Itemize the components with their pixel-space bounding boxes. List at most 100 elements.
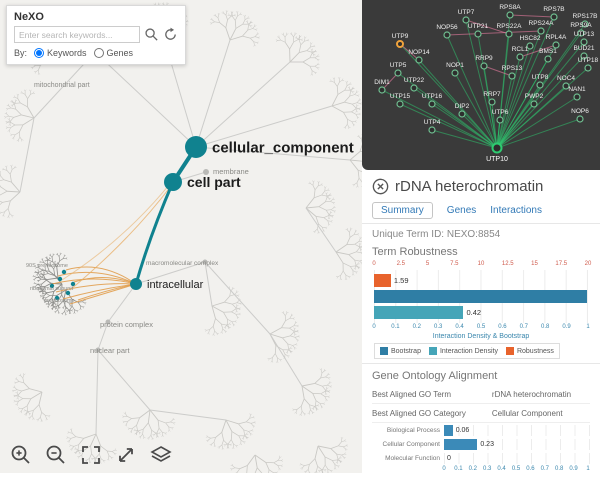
alignment-value: rDNA heterochromatin (492, 390, 590, 399)
gene-node[interactable]: RPS24A (529, 20, 555, 34)
gene-node[interactable]: RPS8A (499, 4, 521, 18)
section-term-robustness: Term Robustness (372, 246, 590, 258)
term-node-label: cellular_component (212, 139, 354, 156)
axis-tick: 20 (585, 261, 592, 267)
gene-node[interactable]: RRP9 (475, 55, 493, 69)
go-bar-track: 0.06 (444, 425, 590, 436)
gene-label: BUD21 (574, 45, 595, 52)
gene-label: RPS8A (499, 4, 521, 11)
axis-tick: 0.6 (498, 324, 506, 330)
search-input[interactable] (14, 26, 140, 43)
axis-title: Interaction Density & Bootstrap (372, 333, 590, 340)
legend-swatch (429, 347, 437, 355)
go-bar-track: 0.23 (444, 439, 590, 450)
gene-label: UTP13 (574, 31, 595, 38)
legend-label: Interaction Density (440, 348, 498, 355)
gene-node[interactable]: UTP15 (390, 93, 411, 107)
gene-label: DIP2 (455, 103, 470, 110)
axis-tick: 0.1 (454, 466, 462, 472)
radio-keywords[interactable]: Keywords (34, 48, 87, 58)
gene-label: UTP18 (578, 57, 599, 64)
close-icon[interactable] (372, 178, 389, 195)
gene-node[interactable]: RPS7B (543, 6, 564, 20)
gene-node[interactable]: BMS1 (539, 48, 557, 62)
gene-node[interactable]: NAN1 (568, 86, 586, 100)
term-title: rDNA heterochromatin (395, 178, 543, 195)
term-node-cellular_component[interactable]: cellular_component (185, 136, 354, 158)
gene-label: UTP5 (390, 62, 407, 69)
axis-tick: 0.2 (413, 324, 421, 330)
alignment-label: Best Aligned GO Category (372, 409, 492, 418)
gene-label: DIM1 (374, 79, 390, 86)
gene-node[interactable]: UTP4 (424, 119, 441, 133)
axis-tick: 0.3 (483, 466, 491, 472)
divider (362, 223, 600, 224)
alignment-label: Best Aligned GO Term (372, 390, 492, 399)
tab-summary[interactable]: Summary (372, 202, 433, 219)
gene-label: RPS7B (543, 6, 564, 13)
gene-node[interactable]: RPL4A (546, 34, 567, 48)
radio-genes[interactable]: Genes (94, 48, 134, 58)
layers-button[interactable] (148, 442, 174, 468)
zoom-out-button[interactable] (43, 442, 69, 468)
chart-bar-row (374, 289, 587, 304)
gene-node[interactable]: UTP5 (390, 62, 407, 76)
term-node-intracellular[interactable]: intracellular (130, 278, 204, 291)
axis-tick: 5 (426, 261, 429, 267)
gene-node[interactable]: UTP21 (468, 23, 489, 37)
bar-value: 1.59 (394, 276, 409, 285)
tab-interactions[interactable]: Interactions (490, 205, 542, 216)
gene-node[interactable]: UTP22 (404, 77, 425, 91)
gene-node[interactable]: DIM1 (374, 79, 390, 93)
gene-label: UTP8 (532, 74, 549, 81)
tree-term-label: macromolecular complex (146, 260, 219, 267)
gene-node[interactable]: UTP9 (392, 33, 409, 47)
chart-plot-area: 1.59 0.42 (374, 270, 588, 323)
gene-node[interactable]: UTP18 (578, 57, 599, 71)
axis-tick: 0.7 (520, 324, 528, 330)
radio-keywords-input[interactable] (34, 48, 44, 58)
gene-label: NOP14 (408, 49, 430, 56)
zoom-in-button[interactable] (8, 442, 34, 468)
legend-label: Robustness (517, 348, 554, 355)
gene-node[interactable]: NOP56 (436, 24, 458, 38)
radio-keywords-label: Keywords (47, 48, 87, 58)
legend-item: Interaction Density (429, 347, 498, 355)
search-icon[interactable] (144, 27, 159, 42)
go-bar-value: 0 (447, 455, 451, 462)
bar-robustness (374, 274, 391, 287)
gene-label: NOC4 (557, 75, 575, 82)
gene-node[interactable]: RPS22A (497, 23, 523, 37)
gene-node[interactable]: NOP6 (571, 108, 589, 122)
term-node-label: cell part (187, 174, 241, 190)
axis-tick: 12.5 (502, 261, 514, 267)
gene-node-hub[interactable]: UTP10 (486, 144, 508, 164)
gene-label: RPS13 (502, 65, 523, 72)
tab-genes[interactable]: Genes (447, 205, 476, 216)
reset-search-icon[interactable] (163, 27, 178, 42)
axis-tick: 1 (586, 466, 589, 472)
axis-tick: 15 (531, 261, 538, 267)
axis-tick: 0 (442, 466, 445, 472)
go-category-label: Biological Process (372, 427, 444, 434)
fit-selection-button[interactable] (113, 442, 139, 468)
radio-genes-input[interactable] (94, 48, 104, 58)
go-category-label: Cellular Component (372, 441, 444, 448)
axis-tick: 0.6 (526, 466, 534, 472)
chart-bar-row: 0.42 (374, 305, 587, 320)
gene-node[interactable]: UTP7 (458, 9, 475, 23)
go-category-label: Molecular Function (372, 455, 444, 462)
bar-bootstrap (374, 290, 587, 303)
tree-term-label: 90S preribosome (26, 263, 68, 269)
gene-label: PWP2 (525, 93, 544, 100)
axis-tick: 0.5 (477, 324, 485, 330)
fit-content-button[interactable] (78, 442, 104, 468)
